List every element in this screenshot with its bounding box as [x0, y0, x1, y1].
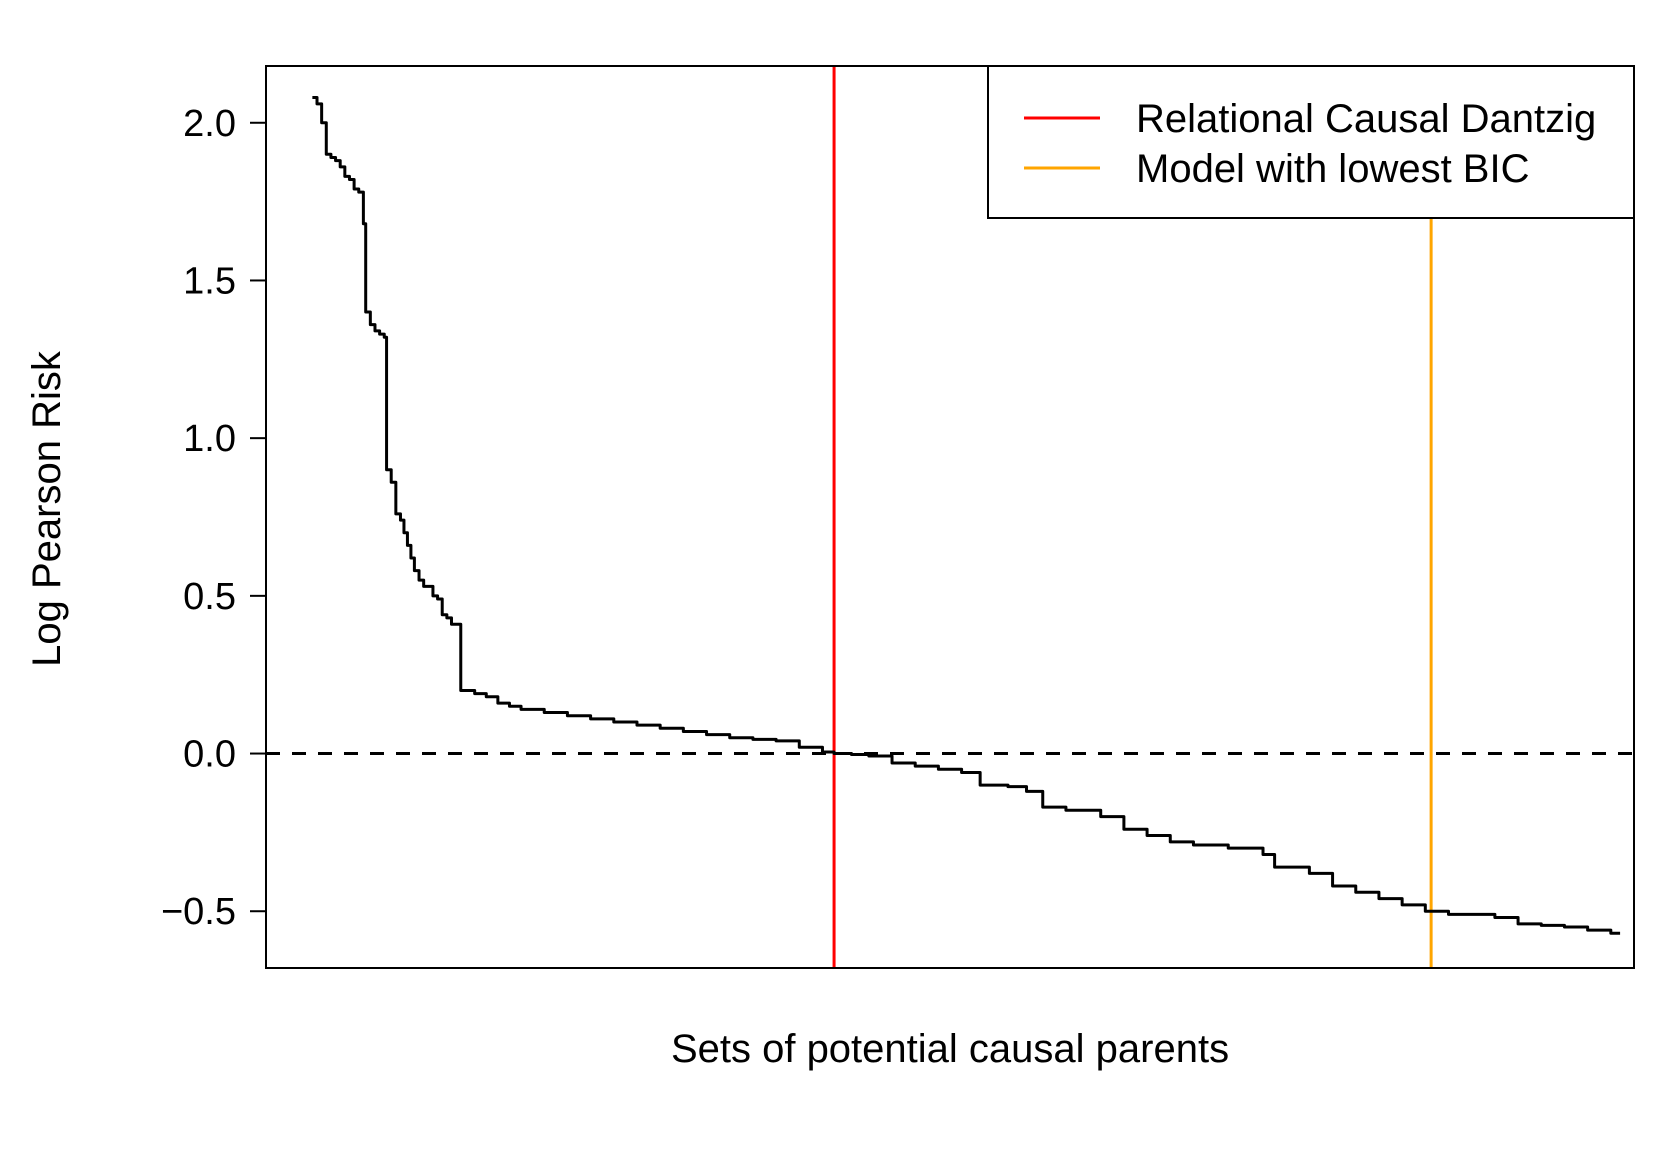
y-axis: −0.5 0.0 0.5 1.0 1.5 2.0: [161, 103, 266, 933]
legend-box: [987, 65, 1635, 219]
y-tick-label: 0.0: [183, 734, 236, 776]
y-tick-label: 1.5: [183, 260, 236, 302]
y-axis-label: Log Pearson Risk: [25, 350, 69, 667]
y-tick-label: 0.5: [183, 576, 236, 618]
legend-label-0: Relational Causal Dantzig: [1136, 97, 1596, 141]
y-tick-label: −0.5: [161, 891, 236, 933]
legend-label-1: Model with lowest BIC: [1136, 147, 1529, 191]
plot-layer: [266, 66, 1634, 968]
y-tick-label: 2.0: [183, 103, 236, 145]
x-axis-label: Sets of potential causal parents: [671, 1027, 1229, 1071]
y-tick-label: 1.0: [183, 418, 236, 460]
series-line-0: [312, 96, 1621, 935]
plot-frame: [265, 65, 1635, 969]
